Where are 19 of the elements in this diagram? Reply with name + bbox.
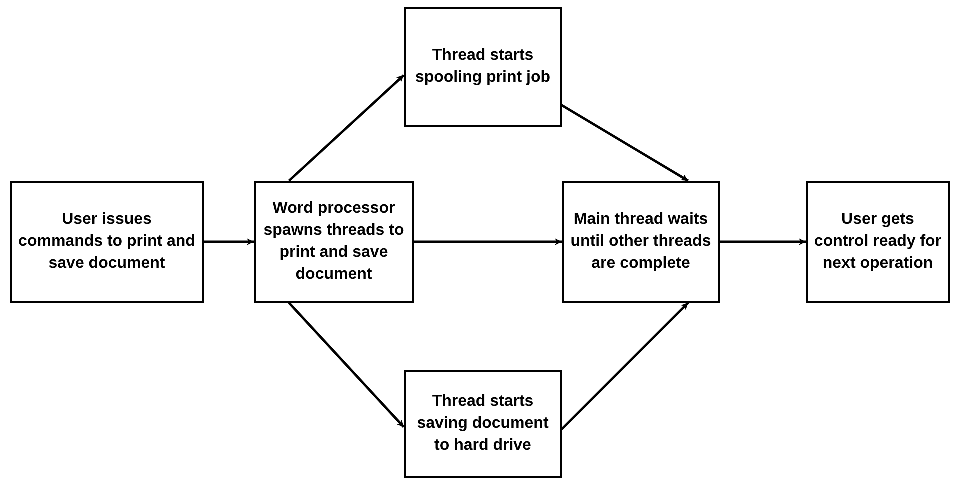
process-box — [10, 181, 204, 303]
box-label: User gets control ready for next operation — [814, 210, 942, 274]
arrow — [414, 238, 562, 246]
box-label: Word processor spawns threads to print and save document — [262, 199, 406, 285]
arrow — [288, 302, 405, 428]
process-box — [404, 7, 562, 127]
arrow — [720, 238, 806, 246]
arrow — [561, 302, 690, 430]
box-label: Thread starts spooling print job — [414, 46, 552, 88]
box-label: Thread starts saving document to hard drive — [416, 392, 550, 456]
arrow — [288, 74, 405, 182]
box-label: Main thread waits until other threads are complete — [570, 210, 712, 274]
process-box — [254, 181, 414, 303]
process-box — [806, 181, 950, 303]
arrow — [561, 104, 690, 182]
process-box — [562, 181, 720, 303]
process-box — [404, 370, 562, 478]
arrow — [204, 238, 254, 246]
box-label: User issues commands to print and save document — [18, 210, 196, 274]
